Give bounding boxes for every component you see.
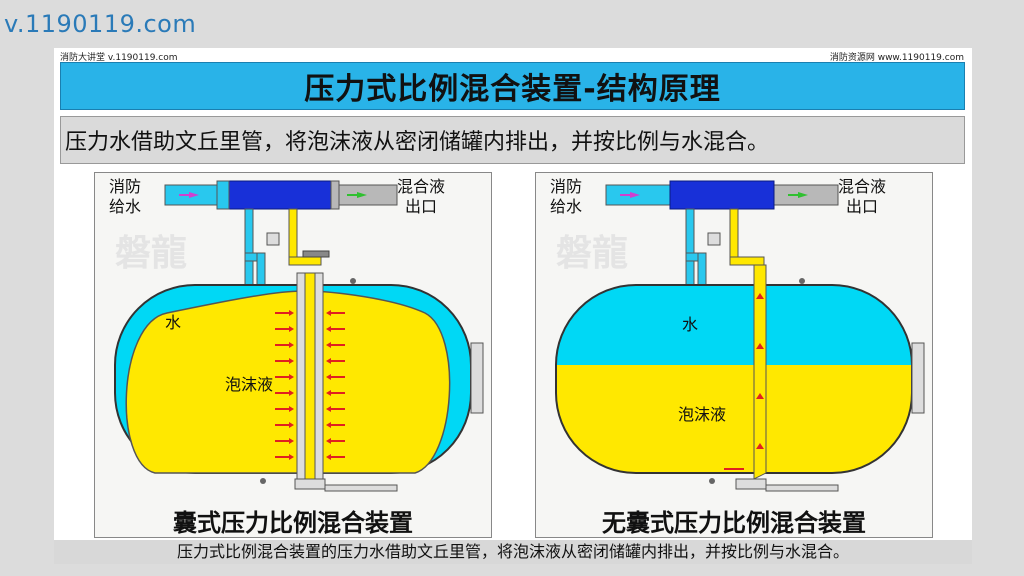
- label-water: 水: [682, 315, 699, 334]
- title-bar: 压力式比例混合装置-结构原理: [60, 62, 965, 110]
- subtitle: 压力水借助文丘里管，将泡沫液从密闭储罐内排出，并按比例与水混合。: [65, 130, 770, 155]
- side-flange: [911, 342, 925, 414]
- page-title: 压力式比例混合装置-结构原理: [304, 72, 721, 107]
- side-flange: [470, 342, 484, 414]
- flow-arrow-icon: [756, 343, 764, 349]
- flow-arrow-icon: [357, 192, 367, 198]
- label-mix-outlet: 混合液 出口: [397, 177, 446, 216]
- diagram-bladder-type: 磐龍: [94, 172, 492, 538]
- flow-arrow-icon: [798, 192, 808, 198]
- flow-arrow-icon: [756, 443, 764, 449]
- flow-arrow-icon: [756, 393, 764, 399]
- label-water: 水: [165, 313, 182, 332]
- caption-bar: 压力式比例混合装置的压力水借助文丘里管，将泡沫液从密闭储罐内排出，并按比例与水混…: [54, 540, 972, 564]
- flow-arrow-icon: [630, 192, 640, 198]
- no-bladder-diagram: 磐龍: [555, 180, 925, 492]
- watermark-url: v.1190119.com: [4, 10, 197, 38]
- caption-no-bladder: 无囊式压力比例混合装置: [602, 509, 866, 537]
- venturi-tube: [669, 180, 775, 210]
- upflow-arrows: [724, 293, 764, 470]
- caption-text: 压力式比例混合装置的压力水借助文丘里管，将泡沫液从密闭储罐内排出，并按比例与水混…: [176, 542, 849, 561]
- watermark-logo: 磐龍: [556, 232, 628, 274]
- label-foam: 泡沫液: [678, 405, 727, 424]
- label-mix-outlet: 混合液 出口: [838, 177, 887, 216]
- caption-bladder: 囊式压力比例混合装置: [173, 509, 413, 537]
- bladder-diagram: 磐龍: [114, 180, 484, 492]
- slide: 消防大讲堂 v.1190119.com 消防资源网 www.1190119.co…: [54, 48, 972, 564]
- valve-icon: [266, 232, 280, 246]
- label-foam: 泡沫液: [225, 375, 274, 394]
- label-water-inlet: 消防 给水: [109, 177, 142, 216]
- inflow-arrows: [275, 310, 345, 460]
- venturi-tube: [228, 180, 334, 210]
- label-water-inlet: 消防 给水: [550, 177, 583, 216]
- subtitle-bar: 压力水借助文丘里管，将泡沫液从密闭储罐内排出，并按比例与水混合。: [60, 116, 965, 164]
- flow-arrow-icon: [756, 293, 764, 299]
- flow-arrow-icon: [189, 192, 199, 198]
- diagram-no-bladder-type: 磐龍: [535, 172, 933, 538]
- header-left-text: 消防大讲堂 v.1190119.com: [60, 53, 178, 63]
- suction-tube: [753, 264, 767, 480]
- valve-icon: [707, 232, 721, 246]
- watermark-logo: 磐龍: [115, 232, 187, 274]
- header-right-text: 消防资源网 www.1190119.com: [829, 53, 964, 63]
